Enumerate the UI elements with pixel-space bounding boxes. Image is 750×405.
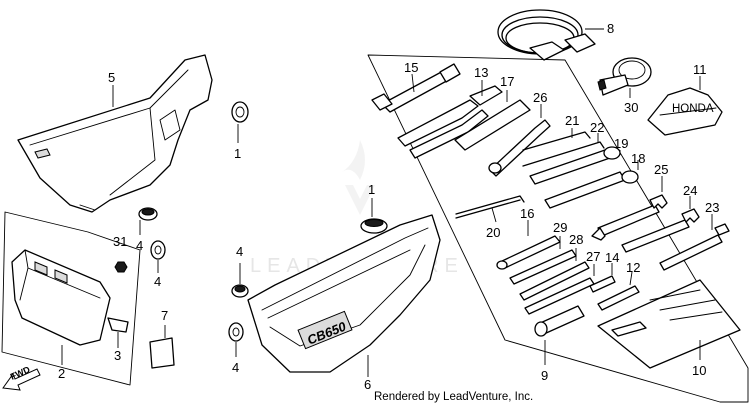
part-26-pin-spanner[interactable]: [488, 119, 551, 177]
callout-17: 17: [500, 74, 514, 89]
callout-1b: 1: [368, 182, 375, 197]
callout-4c: 4: [236, 244, 243, 259]
leader-15: [411, 73, 415, 93]
part-28-screwdriver[interactable]: [519, 261, 590, 301]
part-12-handle-bar[interactable]: [597, 285, 640, 311]
part-14-screwdriver-bit[interactable]: [589, 275, 616, 293]
tool-kit-outline: [367, 54, 749, 403]
callout-28: 28: [569, 232, 583, 247]
part-13-pliers[interactable]: [397, 85, 503, 159]
callout-6: 6: [364, 377, 371, 392]
callout-16: 16: [520, 206, 534, 221]
callout-31: 31: [113, 234, 127, 249]
part-18-box-wrench[interactable]: [544, 170, 639, 209]
part-2-battery-box[interactable]: [1, 211, 141, 386]
leader-12: [629, 271, 633, 286]
part-25-open-wrench[interactable]: [591, 194, 668, 241]
part-21-hex-wrench[interactable]: [522, 131, 591, 151]
part-5-side-cover-left[interactable]: [17, 54, 213, 213]
callout-4d: 4: [232, 360, 239, 375]
callout-10: 10: [692, 363, 706, 378]
part-7-label[interactable]: [149, 337, 175, 369]
callout-4b: 4: [154, 274, 161, 289]
leader-20: [491, 207, 497, 223]
callout-23: 23: [705, 200, 719, 215]
part-31-nut[interactable]: [114, 261, 128, 273]
part-1-grommet-upper[interactable]: [231, 101, 249, 123]
part-4-grommet-d[interactable]: [228, 322, 244, 342]
callout-15: 15: [404, 60, 418, 75]
callout-9: 9: [541, 368, 548, 383]
part-4-grommet-c[interactable]: [231, 284, 249, 298]
callout-3: 3: [114, 348, 121, 363]
credit-text: Rendered by LeadVenture, Inc.: [374, 391, 533, 403]
callout-20: 20: [486, 225, 500, 240]
part-3-bracket[interactable]: [107, 317, 129, 333]
part-4-grommet-b[interactable]: [150, 240, 166, 260]
callout-2: 2: [58, 366, 65, 381]
part-30-tire-gauge[interactable]: [597, 57, 652, 96]
part-8-cable-lock[interactable]: [497, 9, 596, 61]
part-15-socket-wrench[interactable]: [371, 63, 461, 113]
callout-30: 30: [624, 100, 638, 115]
part-4-grommet-a[interactable]: [138, 207, 158, 221]
part-6-side-cover-right[interactable]: CB650: [247, 214, 441, 373]
callout-21: 21: [565, 113, 579, 128]
part-17-screwdriver-handle[interactable]: [454, 99, 531, 151]
part-11-tool-bag[interactable]: HONDA: [647, 87, 723, 136]
part-22-hex-wrench[interactable]: [522, 141, 605, 167]
part-extension-socket[interactable]: [534, 305, 585, 337]
part-27-screwdriver-bit[interactable]: [524, 277, 595, 315]
callout-7: 7: [161, 308, 168, 323]
part-20-hex-wrench[interactable]: [455, 195, 525, 219]
callout-22: 22: [590, 120, 604, 135]
forward-direction-arrow: FWD: [2, 364, 41, 391]
part-23-open-wrench[interactable]: [659, 223, 730, 271]
callout-24: 24: [683, 183, 697, 198]
part-10-tool-roll[interactable]: [597, 279, 741, 369]
callout-25: 25: [654, 162, 668, 177]
part-1-grommet-center[interactable]: [360, 218, 388, 234]
callout-12: 12: [626, 260, 640, 275]
callout-26: 26: [533, 90, 547, 105]
callout-8: 8: [607, 21, 614, 36]
part-24-open-wrench[interactable]: [621, 208, 700, 253]
callout-14: 14: [605, 250, 619, 265]
callout-19: 19: [614, 136, 628, 151]
callout-27: 27: [586, 249, 600, 264]
callout-13: 13: [474, 65, 488, 80]
tool-bag-logo: HONDA: [672, 103, 714, 115]
callout-4a: 4: [136, 238, 143, 253]
watermark-logo: [342, 140, 375, 215]
callout-29: 29: [553, 220, 567, 235]
callout-18: 18: [631, 151, 645, 166]
callout-1a: 1: [234, 146, 241, 161]
callout-5: 5: [108, 70, 115, 85]
callout-11: 11: [693, 62, 707, 77]
